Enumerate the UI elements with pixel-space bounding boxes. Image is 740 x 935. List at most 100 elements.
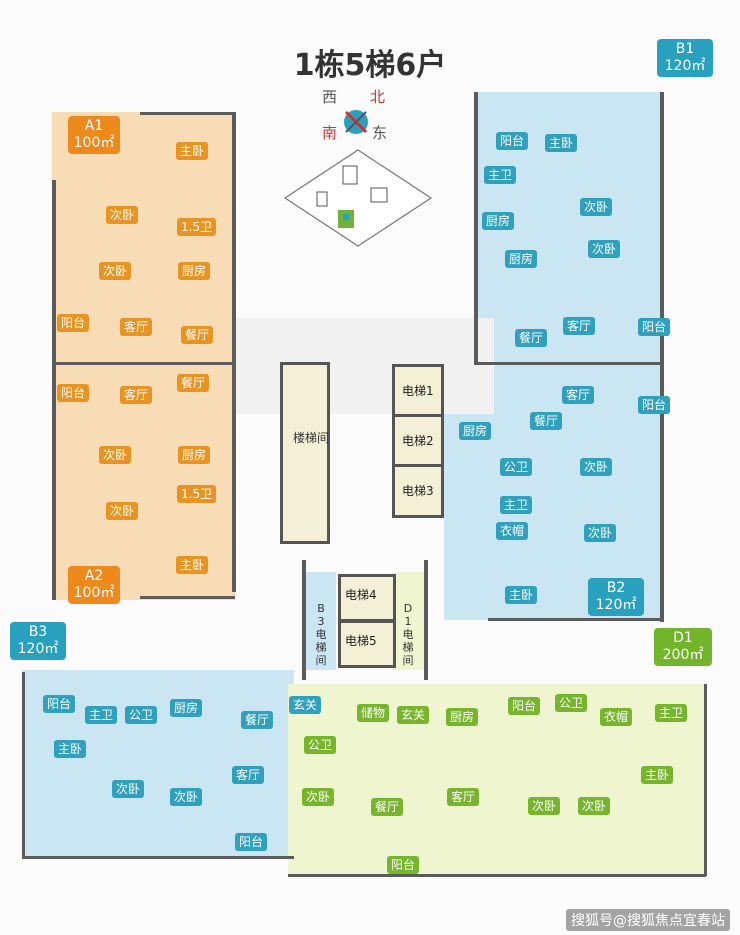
room-label-a2: 次卧	[99, 446, 132, 464]
compass-north: 北	[370, 88, 386, 106]
wall	[22, 672, 25, 858]
room-label-a1: 1.5卫	[177, 218, 217, 236]
room-label-a2: 次卧	[106, 502, 139, 520]
unit-b2-area: 120㎡	[595, 597, 637, 613]
room-label-a1: 主卧	[176, 142, 209, 160]
room-label-d1: 次卧	[578, 797, 611, 815]
room-label-a2: 主卧	[176, 556, 209, 574]
unit-a1-area: 100㎡	[73, 135, 115, 151]
room-label-d1: 阳台	[508, 697, 541, 715]
compass-east: 东	[372, 124, 388, 142]
unit-a2-badge: A2 100㎡	[68, 566, 120, 604]
room-label-d1: 公卫	[555, 694, 588, 712]
b3-elevator-hall-label: B3电梯间	[315, 602, 327, 667]
compass-west: 西	[322, 88, 338, 106]
room-label-b1: 主卧	[545, 134, 578, 152]
wall	[52, 180, 56, 600]
room-label-b1: 餐厅	[515, 329, 548, 347]
room-label-b2: 次卧	[580, 458, 613, 476]
wall	[140, 596, 235, 599]
elevator-2-label: 电梯2	[402, 434, 434, 448]
room-label-b3: 主卧	[54, 740, 87, 758]
b3-elevator-hall-area	[306, 572, 336, 670]
room-label-a1: 客厅	[120, 318, 153, 336]
room-label-b1: 阳台	[496, 132, 529, 150]
room-label-b3: 厨房	[170, 699, 203, 717]
unit-a2-name: A2	[84, 568, 104, 584]
room-label-b3: 客厅	[232, 766, 265, 784]
elevator-5-shaft	[338, 620, 396, 668]
room-label-a1: 次卧	[106, 206, 139, 224]
elevator-1-label: 电梯1	[402, 384, 434, 398]
elevator-3-shaft	[392, 464, 444, 518]
compass-icon	[344, 110, 368, 134]
d1-elevator-hall-label: D1电梯间	[402, 602, 414, 667]
room-label-d1: 主卫	[655, 704, 688, 722]
room-label-a1: 厨房	[178, 262, 211, 280]
room-label-b3: 阳台	[43, 695, 76, 713]
room-label-d1: 公卫	[304, 736, 337, 754]
room-label-b1: 次卧	[588, 240, 621, 258]
wall	[424, 560, 428, 680]
room-label-d1: 主卧	[641, 766, 674, 784]
elevator-5-label: 电梯5	[345, 634, 377, 648]
room-label-d1: 阳台	[387, 856, 420, 874]
room-label-d1: 储物	[357, 704, 390, 722]
room-label-a2: 厨房	[178, 446, 211, 464]
room-label-b3: 公卫	[125, 706, 158, 724]
wall	[302, 560, 306, 680]
wall	[52, 362, 235, 365]
room-label-b3: 次卧	[170, 788, 203, 806]
unit-b1-name: B1	[675, 41, 695, 57]
unit-d1-area: 200㎡	[662, 647, 704, 663]
wall	[704, 684, 707, 876]
wall	[474, 92, 478, 362]
room-label-b2: 衣帽	[496, 522, 529, 540]
wall	[474, 362, 662, 365]
room-label-a1: 阳台	[57, 314, 90, 332]
wall	[488, 618, 662, 621]
room-label-d1: 玄关	[289, 696, 322, 714]
compass: 西 北 南 东	[318, 84, 394, 160]
unit-b1-badge: B1 120㎡	[657, 39, 713, 77]
stairwell-label: 楼梯间	[293, 431, 330, 445]
page-title: 1栋5梯6户	[293, 48, 447, 83]
unit-a1-name: A1	[84, 118, 104, 134]
room-label-d1: 衣帽	[600, 708, 633, 726]
unit-b1-area: 120㎡	[664, 58, 706, 74]
room-label-b1: 主卫	[484, 166, 517, 184]
wall	[232, 112, 236, 592]
room-label-b3: 餐厅	[241, 711, 274, 729]
unit-b2-badge: B2 120㎡	[588, 578, 644, 616]
room-label-d1: 客厅	[447, 788, 480, 806]
room-label-b2: 餐厅	[530, 412, 563, 430]
room-label-d1: 次卧	[528, 797, 561, 815]
unit-d1-name: D1	[673, 630, 693, 646]
room-label-b2: 主卫	[500, 496, 533, 514]
room-label-a1: 餐厅	[181, 326, 214, 344]
room-label-d1: 厨房	[446, 708, 479, 726]
wall	[22, 856, 294, 859]
elevator-3-label: 电梯3	[402, 484, 434, 498]
room-label-b3: 次卧	[112, 780, 145, 798]
wall	[140, 112, 235, 115]
room-label-b3: 阳台	[235, 833, 268, 851]
elevator-4-label: 电梯4	[345, 588, 377, 602]
room-label-b1: 阳台	[638, 318, 671, 336]
unit-b3-name: B3	[28, 624, 48, 640]
room-label-b2: 客厅	[562, 386, 595, 404]
site-plan-icon	[283, 149, 433, 247]
unit-d1-badge: D1 200㎡	[654, 628, 712, 666]
d1-elevator-hall-area	[392, 572, 424, 670]
room-label-d1: 餐厅	[371, 798, 404, 816]
room-label-a2: 客厅	[120, 386, 153, 404]
unit-b3-area: 120㎡	[17, 641, 59, 657]
corridor-area	[236, 318, 494, 414]
room-label-b1: 次卧	[580, 198, 613, 216]
unit-b2-name: B2	[606, 580, 626, 596]
room-label-b3: 主卫	[85, 706, 118, 724]
room-label-b2: 次卧	[584, 524, 617, 542]
unit-a2-area: 100㎡	[73, 585, 115, 601]
room-label-a2: 1.5卫	[177, 485, 217, 503]
room-label-b2: 公卫	[500, 458, 533, 476]
